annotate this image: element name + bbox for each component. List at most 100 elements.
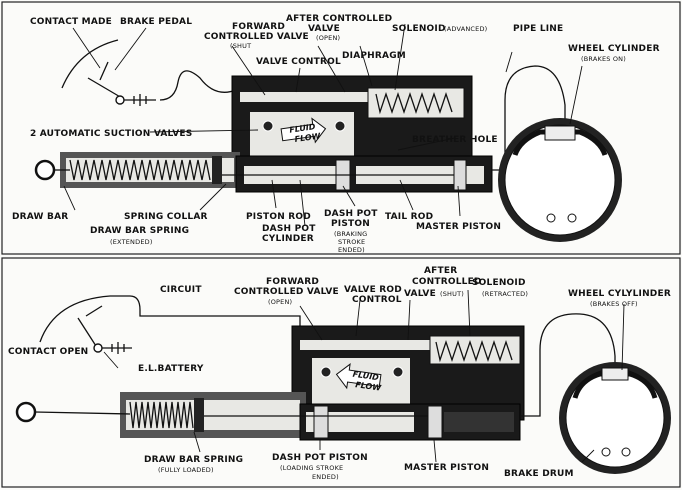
top-leader-lines [63, 23, 583, 227]
top-brake-drum-inner [504, 124, 616, 236]
top-pedal-pivot [115, 95, 125, 105]
top-label-spring-collar: SPRING COLLAR [124, 212, 208, 222]
top-label-brake-pedal: BRAKE PEDAL [120, 17, 192, 27]
bottom-label-battery: E.L.BATTERY [138, 364, 204, 374]
top-label-wheel-cylinder: WHEEL CYLINDER [568, 44, 660, 54]
bottom-solenoid-coil [435, 339, 513, 363]
top-label-forward-valve-1: FORWARD [232, 22, 285, 32]
top-label-draw-bar-spring-state: (EXTENDED) [110, 238, 153, 246]
bottom-label-contact-open: CONTACT OPEN [8, 347, 88, 357]
bottom-valve-rod-bore [300, 340, 514, 350]
top-suction-valve-1 [262, 120, 274, 132]
top-label-piston-rod: PISTON ROD [246, 212, 311, 222]
bottom-label-circuit: CIRCUIT [160, 285, 202, 295]
top-circuit-wire [159, 70, 237, 101]
bottom-label-forward-valve-state: (OPEN) [268, 298, 292, 306]
top-draw-bar-eye [34, 159, 56, 181]
top-suction-valve-2 [334, 120, 346, 132]
top-label-suction-valves: 2 AUTOMATIC SUCTION VALVES [30, 129, 192, 139]
bottom-contact-arc [39, 295, 111, 343]
bottom-label-solenoid: SOLENOID [472, 278, 526, 288]
top-panel-frame [1, 1, 681, 255]
bottom-fluid-flow-text-1: FLUID [352, 370, 380, 383]
bottom-label-forward-valve-2: CONTROLLED VALVE [234, 287, 339, 297]
top-solenoid-coil [375, 91, 453, 115]
top-shoe-pin-right [567, 213, 577, 223]
bottom-label-valve-rod-2: CONTROL [352, 295, 402, 305]
bottom-label-dash-pot-piston: DASH POT PISTON [272, 453, 368, 463]
top-label-dash-pot-cylinder-1: DASH POT [262, 224, 316, 234]
top-brake-pedal-lever [87, 77, 123, 99]
top-label-forward-valve-state: (SHUT [230, 42, 251, 50]
bottom-leader-lines [103, 289, 625, 463]
top-battery-icon [124, 94, 156, 106]
top-label-dash-pot-cylinder-2: CYLINDER [262, 234, 314, 244]
bottom-label-draw-bar-spring: DRAW BAR SPRING [144, 455, 243, 465]
top-label-after-valve-1: AFTER CONTROLLED [286, 14, 392, 24]
bottom-pipe-line [520, 313, 616, 417]
bottom-suction-valve-2 [392, 366, 404, 378]
bottom-draw-bar-rod [34, 411, 131, 415]
top-valve-rod-bore [240, 92, 460, 102]
bottom-label-wheel-cylinder: WHEEL CYLYLINDER [568, 289, 671, 299]
bottom-fluid-flow-text-2: FLOW [355, 380, 383, 393]
bottom-label-after-valve-1: AFTER [424, 266, 457, 276]
top-label-braking-2: STROKE [338, 238, 365, 246]
top-label-solenoid: SOLENOID [392, 24, 446, 34]
top-master-piston [453, 159, 467, 191]
top-fluid-flow-text-2: FLOW [294, 131, 322, 144]
bottom-spring-collar [194, 398, 204, 432]
bottom-label-wheel-cylinder-state: (BRAKES OFF) [590, 300, 638, 308]
bottom-label-draw-bar-spring-state: (FULLY LOADED) [158, 466, 214, 474]
bottom-switch-pivot [93, 343, 103, 353]
bottom-contact-arm [85, 305, 103, 317]
top-panel: FLUID FLOW CONTACT MADE BRAKE [1, 1, 681, 255]
bottom-switch-lever [77, 317, 97, 347]
top-label-draw-bar-spring: DRAW BAR SPRING [90, 226, 189, 236]
bottom-label-loading-2: ENDED) [312, 473, 339, 481]
bottom-label-solenoid-state: (RETRACTED) [482, 290, 528, 298]
bottom-panel: FLUID FLOW CIRCUIT FORWARD [1, 257, 681, 488]
bottom-wheel-cylinder [601, 367, 629, 381]
bottom-label-brake-drum: BRAKE DRUM [504, 469, 574, 479]
top-label-braking-1: (BRAKING [334, 230, 367, 238]
top-spring-collar [212, 156, 222, 184]
bottom-dash-pot-piston [313, 405, 329, 439]
bottom-suction-valve-1 [320, 366, 332, 378]
bottom-label-after-valve-state: (SHUT) [440, 290, 464, 298]
bottom-battery-icon [102, 342, 132, 354]
top-draw-bar-spring-coil [69, 159, 211, 181]
bottom-label-valve-rod-1: VALVE ROD [344, 285, 402, 295]
top-contact-arc [61, 39, 119, 89]
bottom-label-after-valve-3: VALVE [404, 289, 436, 299]
bottom-master-bore [444, 412, 514, 432]
top-shoe-pin-left [546, 213, 556, 223]
bottom-label-loading-1: (LOADING STROKE [280, 464, 343, 472]
top-label-after-valve-2: VALVE [308, 24, 340, 34]
top-label-braking-3: ENDED) [338, 246, 365, 254]
bottom-label-forward-valve-1: FORWARD [266, 277, 319, 287]
top-label-draw-bar: DRAW BAR [12, 212, 68, 222]
top-label-master-piston: MASTER PISTON [416, 222, 501, 232]
bottom-shoe-pin-left [601, 447, 611, 457]
top-label-breather-hole: BREATHER HOLE [412, 135, 498, 145]
bottom-draw-bar-spring-coil [129, 401, 194, 429]
bottom-circuit-wire [110, 295, 301, 330]
top-label-tail-rod: TAIL ROD [385, 212, 433, 222]
top-label-solenoid-state: (ADVANCED) [444, 25, 487, 33]
top-label-wheel-cylinder-state: (BRAKES ON) [581, 55, 626, 63]
top-wheel-cylinder [544, 125, 576, 141]
bottom-label-after-valve-2: CONTROLLED [412, 277, 482, 287]
top-label-forward-valve-2: CONTROLLED VALVE [204, 32, 309, 42]
bottom-draw-bar-eye [15, 401, 37, 423]
top-label-contact-made: CONTACT MADE [30, 17, 112, 27]
top-label-pipe-line: PIPE LINE [513, 24, 563, 34]
top-label-after-valve-state: (OPEN) [316, 34, 340, 42]
top-fluid-flow-arrow: FLUID FLOW [280, 117, 327, 144]
bottom-shoe-pin-right [621, 447, 631, 457]
bottom-solenoid-body [429, 335, 521, 365]
top-label-dash-pot-piston-1: DASH POT [324, 209, 378, 219]
top-label-dash-pot-piston-2: PISTON [331, 219, 370, 229]
